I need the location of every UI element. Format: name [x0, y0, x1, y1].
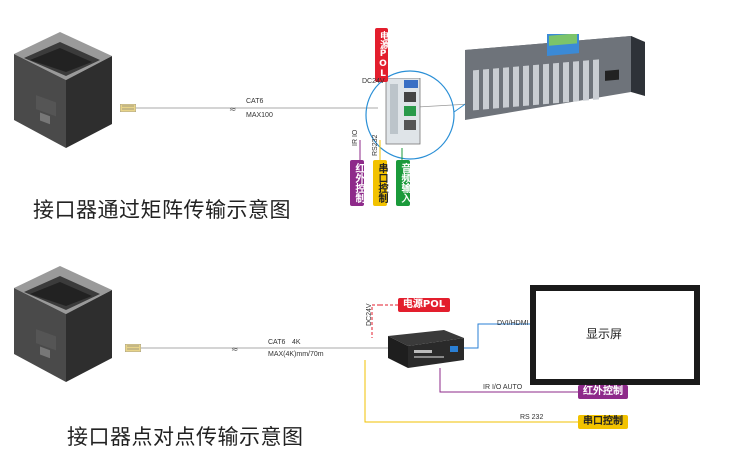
cable-res-label-2: 4K [292, 339, 301, 346]
cable-type-label-2: CAT6 [268, 339, 286, 346]
floor-box-device-2 [14, 266, 112, 382]
connector-icon [125, 344, 141, 352]
ir-io-label-1: IR IO [352, 129, 359, 146]
cable-max-label-1: MAX100 [246, 112, 273, 119]
dc24v-label-1: DC24V [362, 78, 385, 85]
cable-type-label-1: CAT6 [246, 98, 264, 105]
rs232-label-2: RS 232 [520, 414, 544, 421]
power-pol-label-2: 电源POL [398, 298, 450, 312]
cable-max-label-2: MAX(4K)mm/70m [268, 351, 324, 358]
audio-input-label-1: 音频输入 [396, 160, 410, 206]
serial-control-label-1: 串口控制 [373, 160, 387, 206]
display-screen: 显示屏 [530, 285, 700, 385]
display-screen-label: 显示屏 [586, 327, 623, 341]
rs232-label-1: RS232 [372, 134, 379, 156]
serial-control-label-2: 串口控制 [578, 415, 628, 429]
ir-control-label-1: 红外控制 [350, 160, 364, 206]
power-pol-label-1: 电源POL [375, 28, 388, 82]
transmitter-device [388, 330, 464, 368]
floor-box-device-1 [14, 32, 112, 148]
diagram2-caption: 接口器点对点传输示意图 [67, 425, 304, 449]
diagram1-caption: 接口器通过矩阵传输示意图 [33, 198, 291, 222]
matrix-chassis [465, 34, 645, 120]
ir-control-label-2: 红外控制 [578, 385, 628, 399]
matrix-card-module [385, 78, 421, 145]
ir-auto-label: IR I/O AUTO [483, 384, 523, 391]
connector-icon [120, 104, 136, 112]
svg-text:≈: ≈ [229, 105, 237, 115]
dc24v-label-2: DC24V [366, 303, 373, 326]
svg-text:≈: ≈ [231, 345, 239, 355]
dvi-hdmi-label: DVI/HDMI [497, 320, 529, 327]
diagram2-lines: ≈ [141, 304, 578, 423]
